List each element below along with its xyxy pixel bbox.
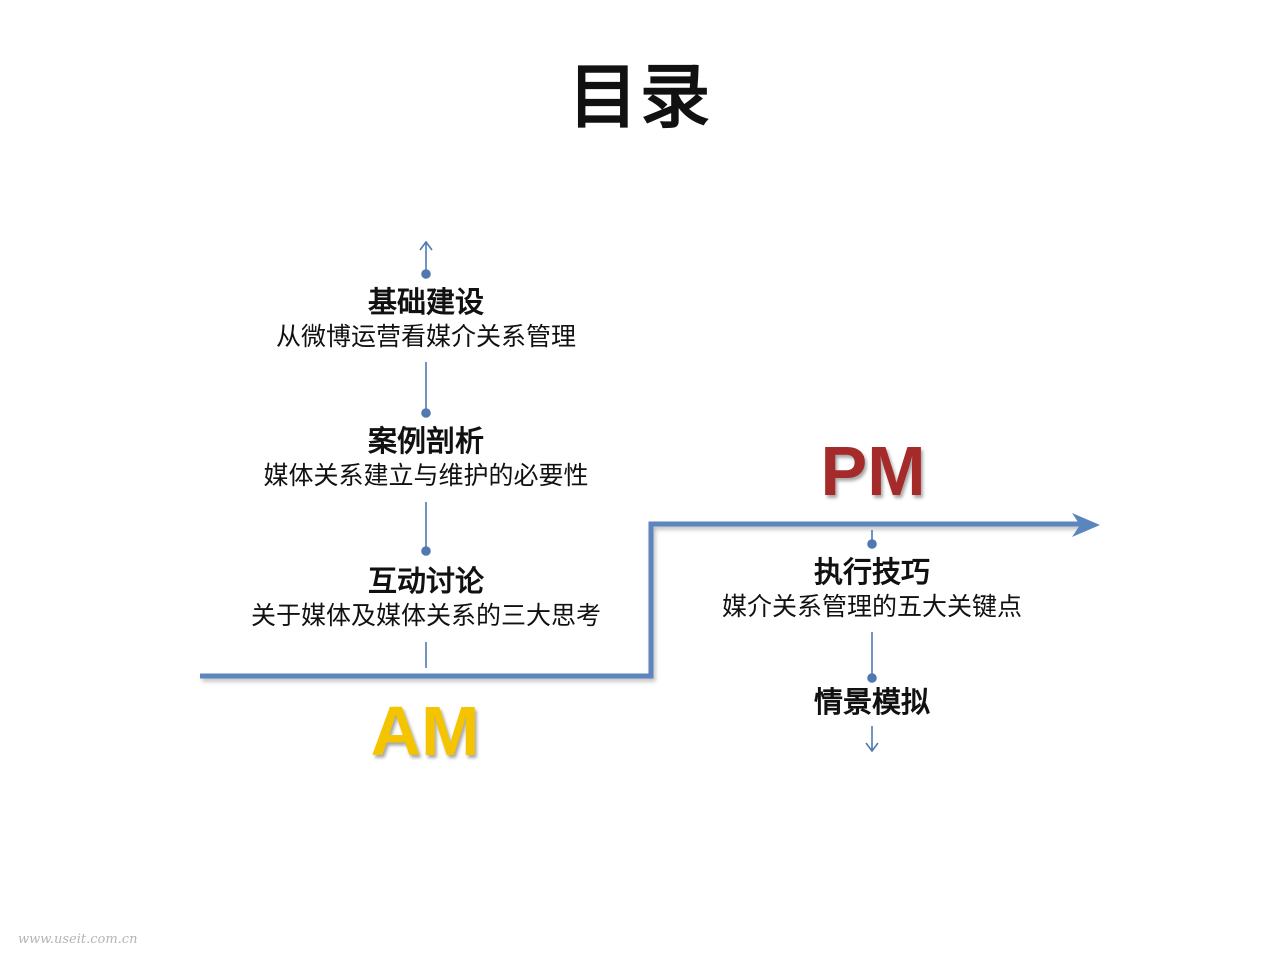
node-subtitle: 媒体关系建立与维护的必要性 — [263, 461, 589, 490]
node-subtitle: 关于媒体及媒体关系的三大思考 — [250, 601, 601, 630]
am-item-infrastructure: 基础建设 从微博运营看媒介关系管理 — [200, 284, 652, 354]
pm-item-simulation: 情景模拟 — [672, 684, 1072, 720]
am-connectors — [419, 240, 433, 668]
pm-item-execution-skills: 执行技巧 媒介关系管理的五大关键点 — [672, 554, 1072, 624]
am-label: AM — [370, 692, 480, 770]
node-subtitle: 媒介关系管理的五大关键点 — [721, 592, 1022, 621]
pm-connectors — [865, 530, 879, 753]
node-title: 互动讨论 — [367, 564, 484, 598]
timeline-step-line — [200, 521, 1085, 679]
am-item-case-analysis: 案例剖析 媒体关系建立与维护的必要性 — [200, 423, 652, 493]
pm-label: PM — [820, 432, 926, 510]
node-title: 基础建设 — [367, 285, 484, 319]
node-subtitle: 从微博运营看媒介关系管理 — [275, 322, 576, 351]
node-title: 案例剖析 — [367, 424, 484, 458]
page-title: 目录 — [568, 56, 712, 138]
timeline-arrowhead-icon — [1072, 513, 1100, 537]
node-title: 执行技巧 — [813, 555, 930, 589]
node-title: 情景模拟 — [813, 685, 930, 719]
am-item-discussion: 互动讨论 关于媒体及媒体关系的三大思考 — [200, 563, 652, 633]
watermark: www.useit.com.cn — [18, 932, 138, 947]
